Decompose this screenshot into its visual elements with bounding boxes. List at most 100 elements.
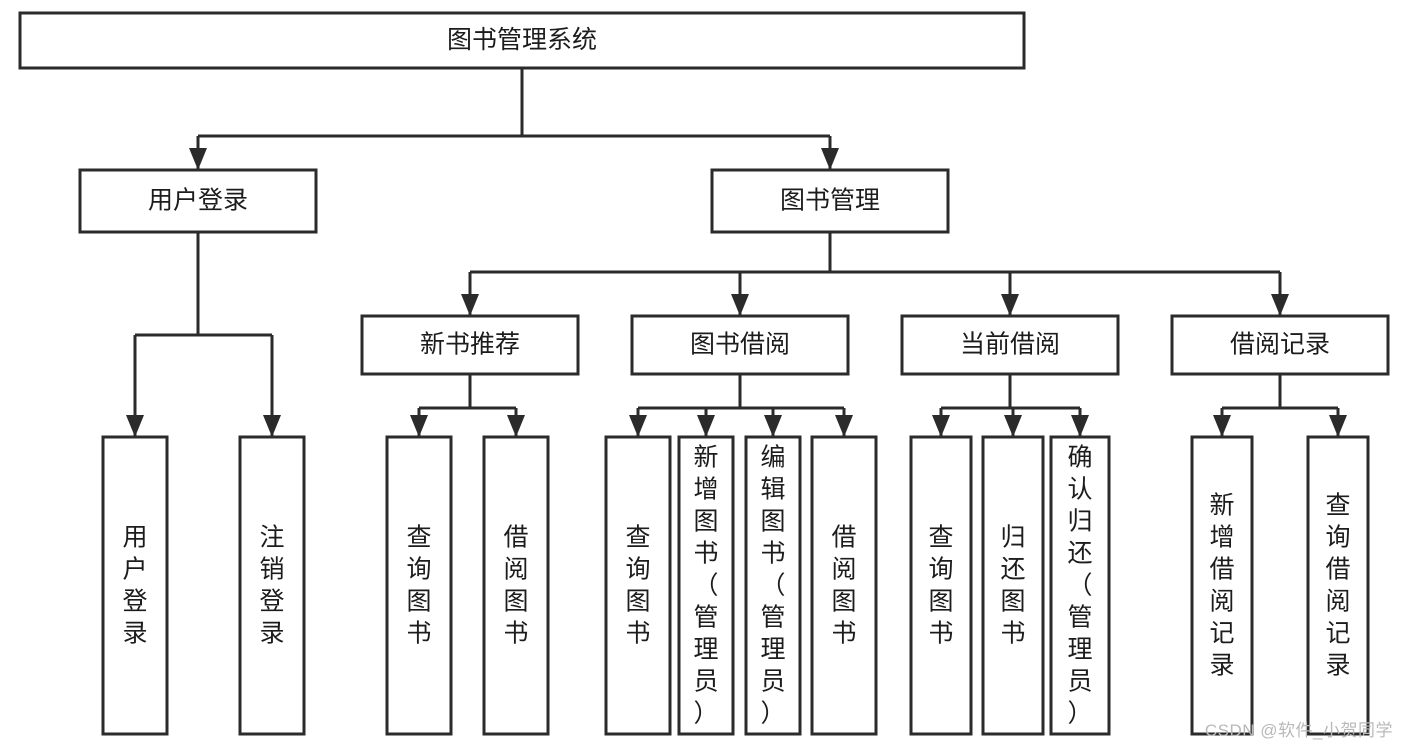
node-label-char: 书 [928,620,953,648]
node-l2-0[interactable]: 用户登录 [78,168,318,234]
node-label-char: 图 [928,588,953,616]
node-l3-2[interactable]: 当前借阅 [900,314,1120,376]
node-label-char: 询 [406,556,431,584]
node-label-char: 录 [1325,652,1350,680]
node-label-char: 图 [693,508,718,536]
arrow-head-icon [932,415,950,437]
node-label-char: 增 [693,476,718,504]
node-box [18,11,1026,70]
node-label-char: 录 [122,620,147,648]
node-label-char: 阅 [831,556,856,584]
node-label-char: 还 [1067,540,1092,568]
node-label-char: 销 [259,556,284,584]
arrow-head-icon [835,415,853,437]
node-label-char: 户 [122,556,147,584]
node-label-char: 录 [1209,652,1234,680]
node-label-char: 图 [406,588,431,616]
node-box [482,435,550,736]
node-label-char: 询 [625,556,650,584]
arrow-head-icon [1213,415,1231,437]
arrow-head-icon [764,415,782,437]
node-label-char: 辑 [760,476,785,504]
node-l3-3[interactable]: 借阅记录 [1170,314,1390,376]
node-label: 图书管理 [780,187,880,215]
node-label-char: 登 [122,588,147,616]
node-label-char: （ [693,572,718,600]
node-label-char: 还 [1000,556,1025,584]
node-l2-1[interactable]: 图书管理 [710,168,950,234]
node-box [909,435,973,736]
node-label-char: 借 [503,524,528,552]
node-label-char: 借 [831,524,856,552]
node-label-char: 书 [831,620,856,648]
node-label-char: 借 [1325,556,1350,584]
node-box [677,435,735,736]
node-label-char: 查 [928,524,953,552]
node-box [1190,435,1254,736]
node-label-char: 登 [259,588,284,616]
node-label-char: 记 [1209,620,1234,648]
node-label-char: 录 [259,620,284,648]
node-label-char: 图 [625,588,650,616]
node-l3-0[interactable]: 新书推荐 [360,314,580,376]
arrow-head-icon [189,148,207,170]
node-label: 图书借阅 [690,331,790,359]
node-label-char: 阅 [503,556,528,584]
node-label-char: 书 [1000,620,1025,648]
node-label-char: 新 [693,444,718,472]
arrow-head-icon [1004,415,1022,437]
node-box [360,314,580,376]
node-label-char: 书 [693,540,718,568]
node-label-char: 确 [1067,444,1092,472]
node-label-char: 管 [1067,604,1092,632]
node-box [385,435,453,736]
node-layer: 图书管理系统用户登录图书管理新书推荐图书借阅当前借阅借阅记录用户登录注销登录查询… [18,11,1390,736]
node-root-0[interactable]: 图书管理系统 [18,11,1026,70]
connector-layer [126,68,1347,437]
node-l3-1[interactable]: 图书借阅 [630,314,850,376]
node-label-char: 新 [1209,492,1234,520]
node-label-char: 认 [1067,476,1092,504]
node-label-char: 管 [693,604,718,632]
node-label-char: 归 [1000,524,1025,552]
node-label-char: 书 [760,540,785,568]
node-label-char: 书 [406,620,431,648]
node-label-char: 增 [1209,524,1234,552]
node-label-char: 理 [1067,636,1092,664]
node-label-char: ） [693,700,718,728]
node-label-char: 编 [760,444,785,472]
node-label: 当前借阅 [960,331,1060,359]
arrow-head-icon [1071,415,1089,437]
node-leaf-0[interactable]: 用户登录 [101,435,169,736]
node-label-char: 借 [1209,556,1234,584]
node-label-char: 图 [1000,588,1025,616]
node-label-char: 员 [760,668,785,696]
node-label-char: 查 [406,524,431,552]
node-label-char: 员 [693,668,718,696]
node-label: 借阅记录 [1230,331,1330,359]
arrow-head-icon [697,415,715,437]
arrow-head-icon [263,415,281,437]
node-box [238,435,306,736]
arrow-head-icon [821,148,839,170]
node-label-char: 用 [122,524,147,552]
arrow-head-icon [507,415,525,437]
node-label-char: 查 [1325,492,1350,520]
arrow-head-icon [731,294,749,316]
node-label-char: ） [760,700,785,728]
node-box [1170,314,1390,376]
node-box [710,168,950,234]
arrow-head-icon [461,294,479,316]
